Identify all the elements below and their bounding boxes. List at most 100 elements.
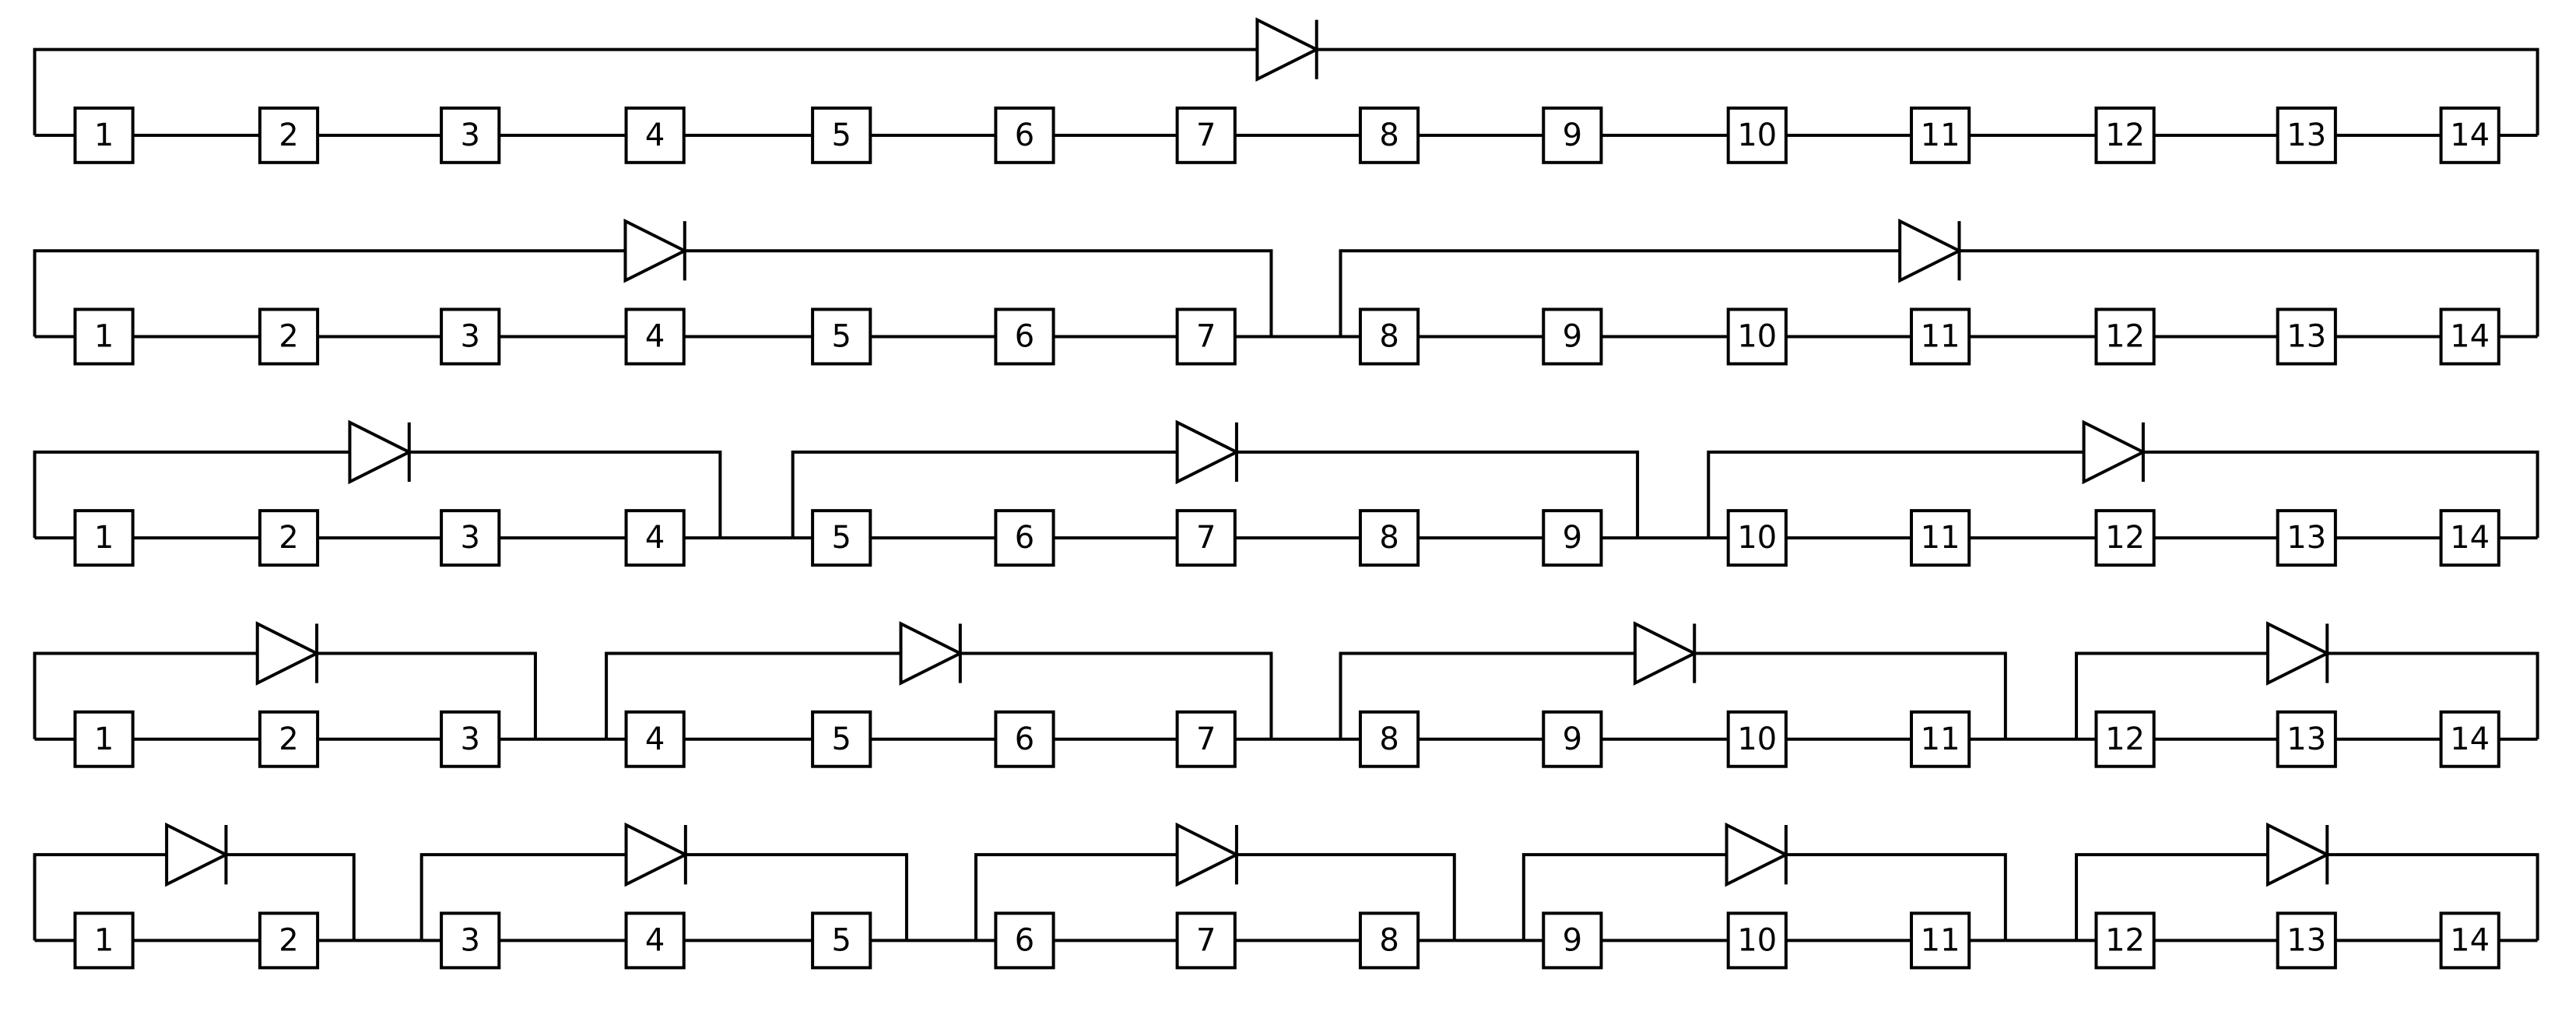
cell: 1 — [73, 307, 135, 366]
cell: 4 — [624, 509, 686, 567]
diode-anode-triangle — [1633, 621, 1698, 686]
cell: 4 — [624, 710, 686, 768]
cell-number: 3 — [460, 721, 479, 757]
cell: 8 — [1358, 307, 1420, 366]
cell-box — [624, 710, 686, 768]
bypass-diode-icon — [2082, 419, 2147, 485]
cell-number: 4 — [645, 520, 665, 556]
cell-number: 5 — [831, 721, 851, 757]
diode-anode-triangle — [1898, 218, 1963, 283]
cell: 5 — [811, 710, 872, 768]
bypass-diode-icon — [624, 822, 690, 887]
cell-number: 12 — [2105, 520, 2145, 556]
cell: 14 — [2439, 509, 2501, 567]
cell-number: 7 — [1196, 318, 1216, 354]
bypass-diode-icon — [165, 822, 230, 887]
cell-box — [624, 106, 686, 164]
bypass-wire — [1339, 651, 2007, 739]
cell: 8 — [1358, 710, 1420, 768]
cell-number: 5 — [831, 520, 851, 556]
bypass-diode-icon — [1633, 621, 1698, 686]
cell: 2 — [258, 509, 320, 567]
cell-number: 8 — [1379, 922, 1399, 958]
cell: 11 — [1910, 106, 1971, 164]
cell-number: 2 — [279, 118, 298, 153]
cell-box — [994, 307, 1055, 366]
cell-box — [73, 106, 135, 164]
cell-number: 10 — [1737, 318, 1777, 354]
cell-number: 9 — [1563, 118, 1582, 153]
cell-number: 13 — [2286, 118, 2326, 153]
cell-box — [1726, 710, 1788, 768]
cell: 14 — [2439, 106, 2501, 164]
cell-number: 13 — [2286, 922, 2326, 958]
cell-box — [1726, 911, 1788, 970]
diode-anode-triangle — [2082, 419, 2147, 485]
cell: 6 — [994, 307, 1055, 366]
cell-number: 1 — [94, 922, 114, 958]
diode-anode-triangle — [2265, 621, 2331, 686]
cell-number: 11 — [1921, 520, 1960, 556]
cell: 1 — [73, 710, 135, 768]
cell-box — [440, 911, 501, 970]
cell-number: 7 — [1196, 118, 1216, 153]
cell-number: 13 — [2286, 721, 2326, 757]
cell-box — [258, 307, 320, 366]
cell-number: 4 — [645, 318, 665, 354]
diode-anode-triangle — [899, 621, 964, 686]
cell-box — [258, 106, 320, 164]
bypass-diode-icon — [2265, 621, 2331, 686]
cell: 4 — [624, 307, 686, 366]
cell-box — [994, 710, 1055, 768]
cell-box — [1726, 106, 1788, 164]
cell-number: 1 — [94, 721, 114, 757]
cell: 3 — [440, 307, 501, 366]
cell-box — [811, 307, 872, 366]
cell: 8 — [1358, 509, 1420, 567]
cell-box — [811, 911, 872, 970]
cell-box — [1726, 307, 1788, 366]
cell-number: 2 — [279, 318, 298, 354]
cell: 12 — [2094, 911, 2156, 970]
cell-number: 14 — [2450, 922, 2490, 958]
cell: 11 — [1910, 307, 1971, 366]
cell: 5 — [811, 307, 872, 366]
cell-box — [1910, 307, 1971, 366]
bypass-group: 12 13 14 — [2075, 822, 2539, 970]
bypass-diode-icon — [1898, 218, 1963, 283]
cell-number: 8 — [1379, 118, 1399, 153]
cell: 4 — [624, 106, 686, 164]
cell-box — [1175, 911, 1237, 970]
cell-number: 9 — [1563, 318, 1582, 354]
cell: 7 — [1175, 106, 1237, 164]
cell-box — [1358, 911, 1420, 970]
cell-box — [1542, 509, 1603, 567]
cell-number: 4 — [645, 118, 665, 153]
cell-number: 12 — [2105, 721, 2145, 757]
cell: 9 — [1542, 509, 1603, 567]
cell-box — [811, 106, 872, 164]
cell-number: 13 — [2286, 318, 2326, 354]
cell-box — [1910, 106, 1971, 164]
cell-box — [994, 509, 1055, 567]
cell-box — [2439, 509, 2501, 567]
bypass-diode-icon — [1175, 822, 1241, 887]
cell: 10 — [1726, 307, 1788, 366]
diode-anode-triangle — [1175, 822, 1241, 887]
cell-box — [73, 509, 135, 567]
cell-number: 1 — [94, 520, 114, 556]
bypass-group: 1 2 3 4 5 6 7 — [33, 218, 1273, 366]
cell-number: 2 — [279, 721, 298, 757]
bypass-diode-icon — [1255, 17, 1321, 82]
diode-anode-triangle — [1725, 822, 1790, 887]
cell-number: 6 — [1015, 922, 1034, 958]
